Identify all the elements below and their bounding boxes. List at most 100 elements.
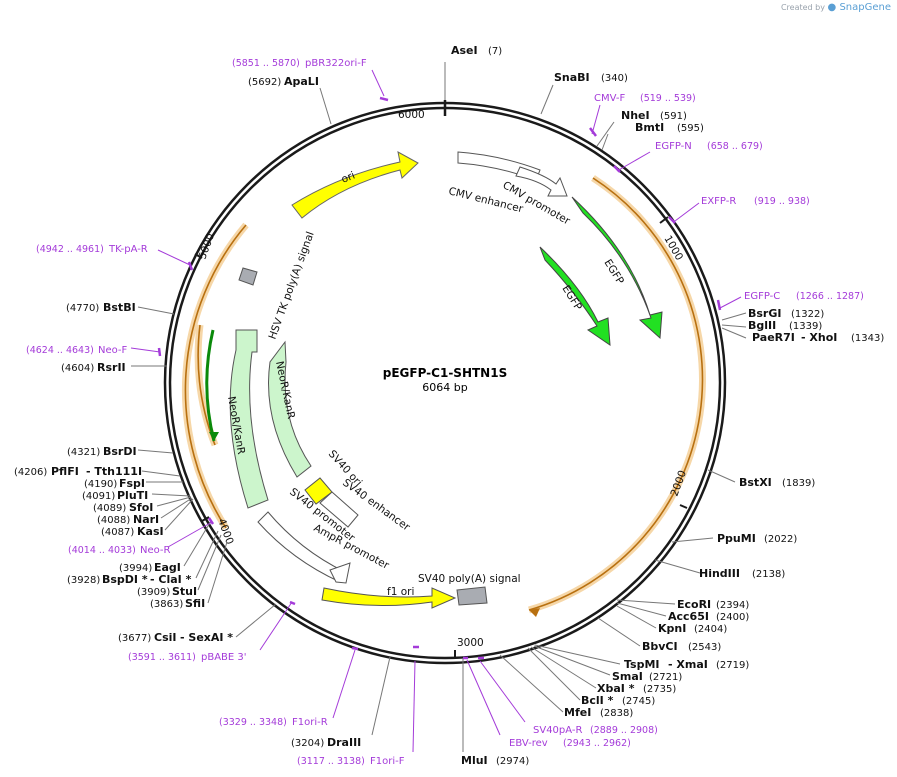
primer-range: (658 .. 679) — [707, 141, 763, 152]
primer-name: Neo-R — [140, 545, 171, 556]
enzyme-name2: - XmaI — [668, 658, 708, 671]
sv40-polya-box — [456, 586, 488, 606]
primer-range: (2889 .. 2908) — [590, 725, 658, 736]
enzyme-name: PflFI — [51, 465, 79, 478]
primer-range: (4624 .. 4643) — [26, 345, 94, 356]
primer-name: F1ori-F — [370, 756, 405, 767]
primer-name: EBV-rev — [509, 738, 548, 749]
enzyme-pos: (2719) — [716, 660, 749, 671]
enzyme-name: DraIII — [327, 736, 361, 749]
enzyme-pos: (4770) — [66, 303, 99, 314]
enzyme-name2: - ClaI * — [150, 573, 192, 586]
credit-text: Created by — [780, 3, 825, 12]
enzyme-name: BsrDI — [103, 445, 137, 458]
primer-range: (4014 .. 4033) — [68, 545, 136, 556]
sv40-ori-box — [304, 477, 333, 505]
primer-labels: (5851 .. 5870) pBR322ori-F CMV-F (519 ..… — [26, 58, 864, 767]
enzyme-pos: (2974) — [496, 756, 529, 767]
neo-green-arc — [205, 329, 216, 442]
primer-range: (3591 .. 3611) — [128, 652, 196, 663]
enzyme-name: PpuMI — [717, 532, 756, 545]
enzyme-pos: (2022) — [764, 534, 797, 545]
primer-range: (4942 .. 4961) — [36, 244, 104, 255]
enzyme-name: TspMI — [624, 658, 660, 671]
enzyme-name: KasI — [137, 525, 164, 538]
snapgene-credit: Created by ● SnapGene — [781, 2, 891, 13]
enzyme-pos: (2400) — [716, 612, 749, 623]
enzyme-pos: (4089) — [93, 503, 126, 514]
enzyme-name: BbvCI — [642, 640, 678, 653]
enzyme-pos: (4190) — [84, 479, 117, 490]
neo-primer-arc — [184, 224, 247, 529]
enzyme-name2: - Tth111I — [86, 465, 142, 478]
neo-green-head — [209, 432, 219, 441]
neor-arrow-right — [268, 340, 312, 478]
primer-range: (919 .. 938) — [754, 196, 810, 207]
sv40-enhancer-box — [319, 491, 359, 528]
primer-name: EGFP-C — [744, 291, 780, 302]
plasmid-size: 6064 bp — [422, 381, 467, 394]
enzyme-pos: (1343) — [851, 333, 884, 344]
plasmid-name: pEGFP-C1-SHTN1S — [383, 366, 507, 380]
enzyme-name: RsrII — [97, 361, 126, 374]
f1-ori-arrow — [321, 587, 457, 609]
primer-name: pBABE 3' — [201, 652, 247, 663]
enzyme-pos: (2543) — [688, 642, 721, 653]
enzyme-pos: (2138) — [752, 569, 785, 580]
primer-range: (3117 .. 3138) — [297, 756, 365, 767]
enzyme-name: PluTI — [117, 489, 148, 502]
enzyme-pos: (4206) — [14, 467, 47, 478]
primer-marks — [157, 96, 722, 660]
enzyme-labels: AseI (7) SnaBI (340) NheI (591) BmtI (59… — [14, 44, 884, 767]
primer-range: (1266 .. 1287) — [796, 291, 864, 302]
label-sv40-polya: SV40 poly(A) signal — [418, 573, 521, 585]
enzyme-name2: - XhoI — [801, 331, 837, 344]
neor-arrow-left — [229, 329, 269, 509]
tick-2000: 2000 — [669, 469, 689, 498]
enzyme-name: BglII — [748, 319, 776, 332]
tick-6000: 6000 — [398, 109, 425, 121]
enzyme-name: AseI — [451, 44, 478, 57]
enzyme-name: BclI * — [581, 694, 614, 707]
enzyme-pos: (3863) — [150, 599, 183, 610]
enzyme-pos: (2721) — [649, 672, 682, 683]
enzyme-name: SfiI — [185, 597, 205, 610]
enzyme-pos: (2404) — [694, 624, 727, 635]
label-hsv-tk-polya: HSV TK poly(A) signal — [267, 230, 317, 341]
enzyme-name2: - SexAI * — [180, 631, 233, 644]
enzyme-pos: (1322) — [791, 309, 824, 320]
enzyme-leaders — [131, 62, 747, 752]
enzyme-name: MluI — [461, 754, 488, 767]
enzyme-pos: (4087) — [101, 527, 134, 538]
primer-name: EGFP-N — [655, 141, 692, 152]
enzyme-name: ApaLI — [284, 75, 319, 88]
enzyme-name: Acc65I — [668, 610, 709, 623]
enzyme-pos: (4321) — [67, 447, 100, 458]
enzyme-name: XbaI * — [597, 682, 635, 695]
enzyme-name: KpnI — [658, 622, 686, 635]
tick-3000: 3000 — [457, 637, 484, 649]
enzyme-pos: (2838) — [600, 708, 633, 719]
enzyme-pos: (2745) — [622, 696, 655, 707]
enzyme-name: NarI — [133, 513, 159, 526]
label-ori: ori — [340, 170, 357, 186]
enzyme-pos: (1839) — [782, 478, 815, 489]
enzyme-pos: (591) — [660, 111, 687, 122]
ampr-promoter-arrow — [329, 562, 351, 584]
enzyme-name: BspDI * — [102, 573, 148, 586]
enzyme-name: BmtI — [635, 121, 664, 134]
enzyme-name: MfeI — [564, 706, 591, 719]
primer-name: F1ori-R — [292, 717, 328, 728]
enzyme-name: BsrGI — [748, 307, 781, 320]
primer-range: (519 .. 539) — [640, 93, 696, 104]
insert-arrowhead — [529, 608, 540, 617]
tick-mark-2000 — [679, 504, 688, 509]
enzyme-name: SnaBI — [554, 71, 590, 84]
primer-name: Neo-F — [98, 345, 128, 356]
primer-range: (3329 .. 3348) — [219, 717, 287, 728]
primer-name: CMV-F — [594, 93, 625, 104]
enzyme-name: EcoRI — [677, 598, 711, 611]
primer-range: (2943 .. 2962) — [563, 738, 631, 749]
primer-name: pBR322ori-F — [305, 58, 367, 69]
tick-mark-1000 — [659, 216, 669, 224]
